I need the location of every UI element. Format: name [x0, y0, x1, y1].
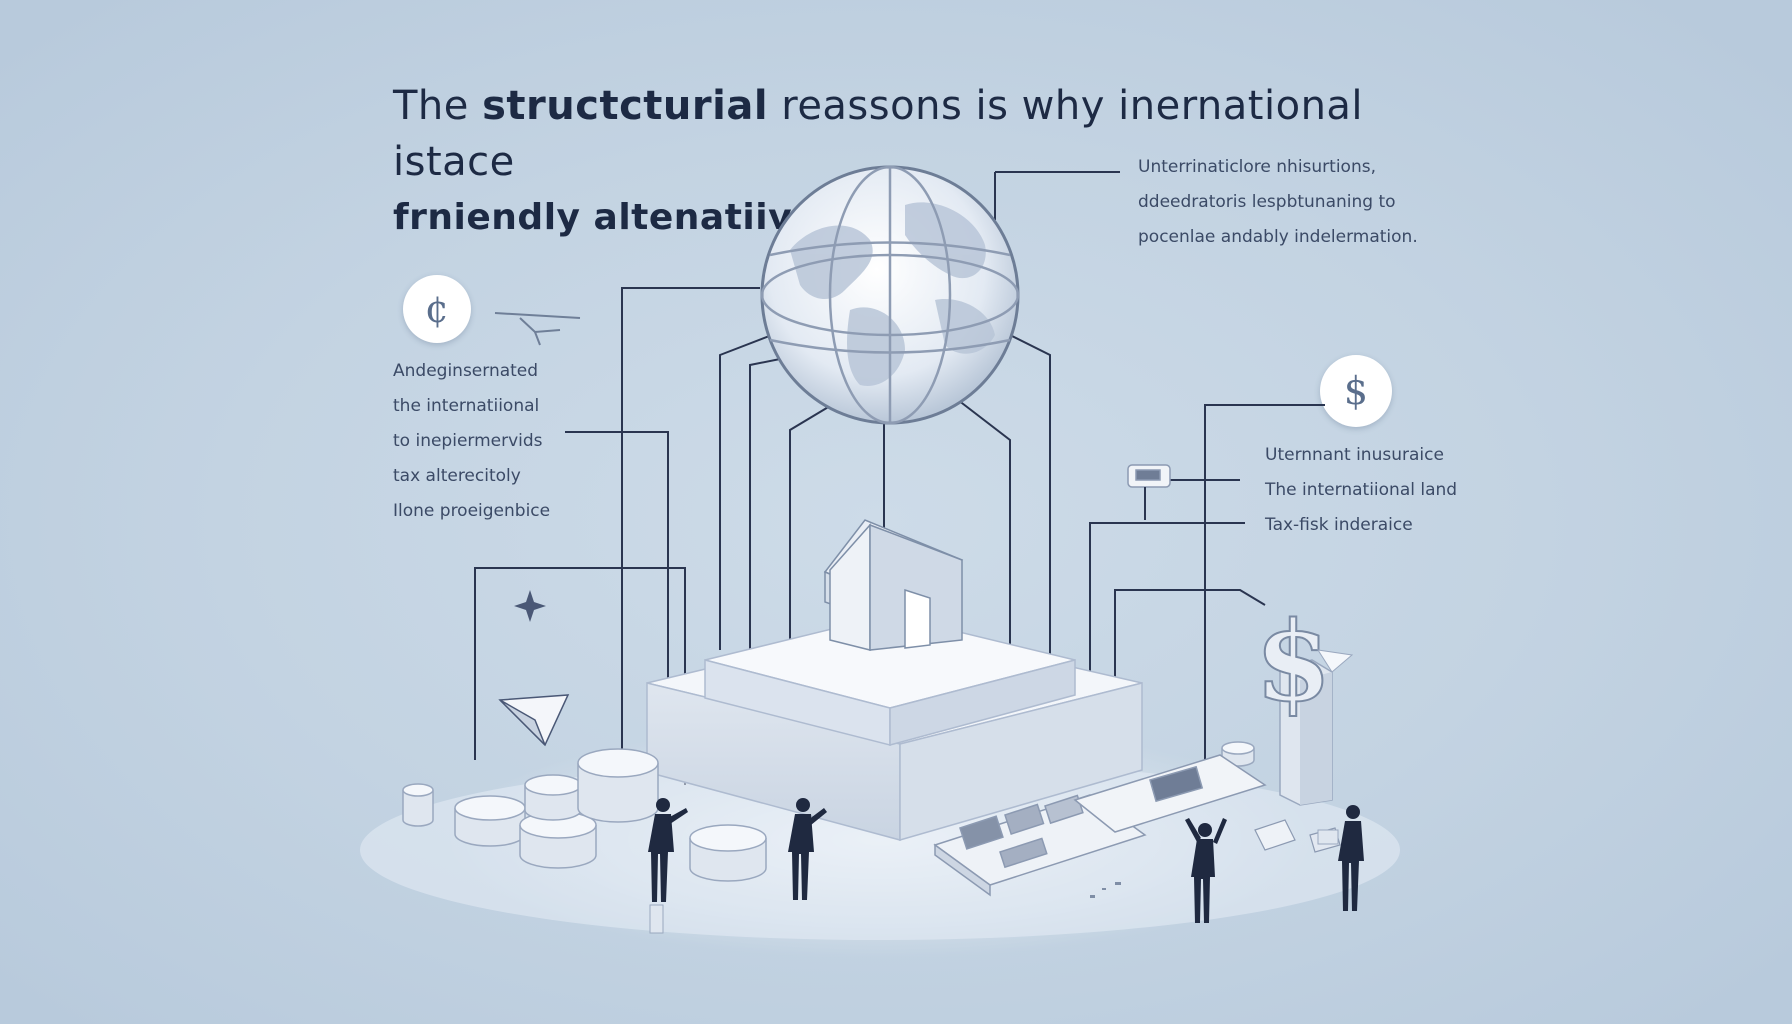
person-figure: [788, 798, 827, 900]
pedestal: [646, 614, 1143, 841]
ground-debris: [1090, 882, 1121, 898]
people-figures: [648, 798, 1364, 934]
title-line-2: frniendly altenatiive: [393, 197, 817, 238]
sparkle-icon: [514, 590, 546, 622]
person-figure: [648, 798, 688, 934]
paper-plane-icon: [498, 694, 570, 747]
person-figure: [1185, 818, 1227, 923]
dollar-sculpture-glyph: $: [1255, 597, 1332, 726]
cent-badge-icon: ¢: [403, 275, 471, 343]
dollar-sculpture-icon: $: [1254, 596, 1354, 806]
house-icon: [823, 519, 964, 651]
callout-text-right: Uternnant inusuraice The internatiional …: [1265, 445, 1458, 535]
title-line-1: The structcturial reassons is why inerna…: [393, 83, 1364, 185]
drone-icon: [494, 312, 581, 346]
person-figure: [1317, 805, 1364, 911]
globe-icon: [760, 165, 1020, 425]
callout-text-top-right: Unterrinaticlore nhisurtions, ddeedrator…: [1138, 157, 1418, 247]
callout-text-left: Andeginsernated the internatiional to in…: [393, 361, 551, 521]
page-title: The structcturial reassons is why inerna…: [393, 78, 1393, 246]
device-panels: [933, 464, 1267, 897]
coin-stacks: [402, 741, 1255, 882]
dollar-badge-icon: $: [1320, 355, 1392, 427]
